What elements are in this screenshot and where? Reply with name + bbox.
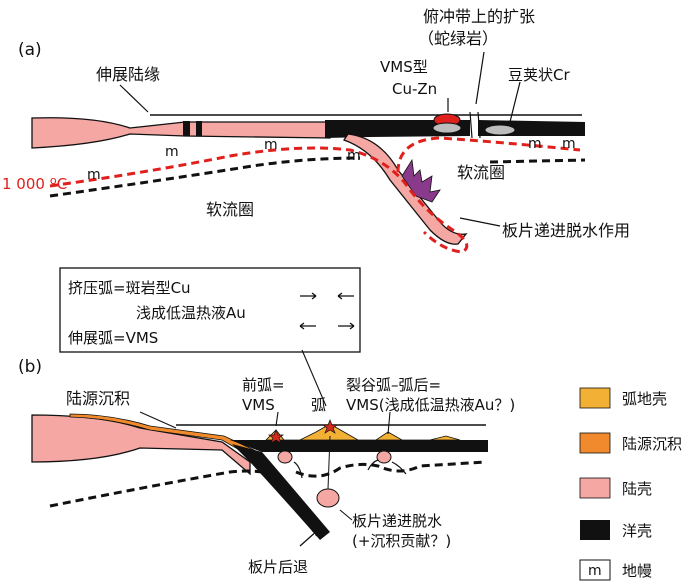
label-vms-type: VMS型 bbox=[380, 58, 428, 76]
magma-blob-3 bbox=[376, 450, 392, 464]
label-podiform-cr: 豆荚状Cr bbox=[508, 66, 570, 84]
mantle-marker: m bbox=[562, 136, 576, 152]
legend-label-oceanic-crust: 洋壳 bbox=[622, 522, 652, 540]
oceanic-crust-b bbox=[230, 440, 488, 452]
compression-arrows-icon bbox=[300, 292, 354, 300]
lithosphere-base-left bbox=[49, 156, 361, 198]
continental-crust-a bbox=[31, 117, 331, 149]
leader-slab-dehydration bbox=[459, 217, 501, 227]
label-continental-sediment: 陆源沉积 bbox=[66, 389, 130, 408]
arc-type-line-2: 浅成低温热液Au bbox=[136, 304, 246, 322]
arc-type-box-frame bbox=[59, 267, 361, 353]
panel-a: (a) 俯冲带上的扩张 （蛇绿岩） V bbox=[2, 7, 630, 254]
label-arc: 弧 bbox=[311, 396, 326, 414]
label-slab-dehydration-a: 板片递进脱水作用 bbox=[502, 221, 630, 240]
legend-item-continental-crust: 陆壳 bbox=[579, 477, 652, 499]
label-slab-rollback: 板片后退 bbox=[248, 558, 308, 576]
rollback-arrow-icon bbox=[299, 529, 319, 547]
label-isotherm: 1 000 ºC bbox=[2, 175, 67, 193]
label-asthenosphere-left: 软流圈 bbox=[206, 200, 254, 219]
label-cu-zn: Cu-Zn bbox=[392, 80, 437, 98]
arc-star-icon bbox=[321, 419, 339, 434]
legend-item-oceanic-crust: 洋壳 bbox=[580, 520, 652, 540]
extension-arrows-icon bbox=[299, 322, 355, 330]
label-extension-top: 俯冲带上的扩张 bbox=[423, 7, 535, 26]
legend-swatch-oceanic-crust bbox=[580, 520, 610, 540]
label-extending-margin: 伸展陆缘 bbox=[96, 65, 160, 84]
leader-slab-dehydration-b bbox=[339, 509, 353, 521]
legend-label-arc-crust: 弧地壳 bbox=[622, 390, 667, 408]
podiform-cr-lens bbox=[484, 124, 516, 136]
legend-label-continental-crust: 陆壳 bbox=[622, 480, 652, 498]
isotherm-wedge bbox=[396, 136, 581, 173]
leader-extension bbox=[475, 51, 485, 105]
rift-gap bbox=[469, 111, 481, 139]
legend-label-mantle: 地幔 bbox=[622, 562, 652, 580]
isotherm-1000c bbox=[49, 146, 469, 254]
leader-cr bbox=[509, 81, 521, 123]
legend-swatch-sediment bbox=[579, 432, 611, 454]
leader-continental-sediment bbox=[139, 411, 177, 429]
legend: 弧地壳 陆源沉积 陆壳 洋壳 m 地幔 bbox=[579, 387, 682, 581]
melt-spikes bbox=[401, 158, 441, 203]
panel-a-label: (a) bbox=[18, 40, 42, 60]
arc-type-box: 挤压弧=斑岩型Cu 浅成低温热液Au 伸展弧=VMS bbox=[59, 267, 361, 353]
label-asthenosphere-right: 软流圈 bbox=[457, 163, 505, 182]
legend-swatch-continental-crust bbox=[579, 477, 611, 499]
lithosphere-base-right bbox=[489, 158, 586, 164]
mantle-marker: m bbox=[347, 148, 361, 164]
magma-conduit bbox=[327, 435, 331, 490]
convection-arrow-3 bbox=[391, 461, 407, 475]
label-riftarc-top: 裂谷弧–弧后= bbox=[346, 376, 441, 394]
oceanic-crust-a bbox=[325, 120, 470, 138]
legend-item-sediment: 陆源沉积 bbox=[579, 432, 682, 454]
arc-crust-b bbox=[265, 423, 461, 441]
ophiolite-lens-a bbox=[432, 122, 462, 134]
legend-mantle-symbol: m bbox=[588, 563, 602, 579]
legend-swatch-arc-crust bbox=[579, 387, 611, 409]
label-extension-sub: （蛇绿岩） bbox=[418, 29, 498, 48]
legend-label-sediment: 陆源沉积 bbox=[622, 435, 682, 453]
lithosphere-base-b-left bbox=[49, 469, 263, 508]
arc-type-line-1: 挤压弧=斑岩型Cu bbox=[68, 279, 191, 297]
leader-extending-margin bbox=[119, 84, 149, 113]
magma-blob-1 bbox=[277, 450, 293, 464]
mantle-marker: m bbox=[528, 136, 542, 152]
convection-arrow-2 bbox=[367, 459, 379, 471]
lithosphere-base-b-right bbox=[295, 460, 487, 478]
label-forearc-top: 前弧= bbox=[242, 376, 285, 394]
label-slab-dehydration-b: 板片递进脱水 bbox=[352, 512, 442, 530]
label-riftarc-bottom: VMS(浅成低温热液Au？) bbox=[346, 396, 515, 414]
convection-arrow-1 bbox=[293, 461, 303, 479]
mantle-marker: m bbox=[165, 144, 179, 160]
vms-star-icon bbox=[267, 429, 285, 444]
legend-swatch-mantle bbox=[579, 559, 611, 581]
panel-b-label: (b) bbox=[18, 357, 42, 377]
leader-forearc bbox=[275, 411, 279, 427]
panel-b: (b) 陆 bbox=[18, 349, 515, 576]
crust-band-1 bbox=[183, 121, 190, 136]
mantle-marker: m bbox=[264, 137, 278, 153]
crust-band-2 bbox=[196, 121, 202, 136]
magma-blob-2 bbox=[316, 488, 340, 508]
label-forearc-bottom: VMS bbox=[242, 396, 275, 414]
leader-riftarc bbox=[387, 411, 391, 435]
arc-type-line-3: 伸展弧=VMS bbox=[68, 329, 158, 347]
legend-item-mantle: m 地幔 bbox=[579, 559, 652, 581]
legend-item-arc-crust: 弧地壳 bbox=[579, 387, 667, 409]
mantle-marker: m bbox=[87, 167, 101, 183]
leader-arc bbox=[301, 349, 327, 407]
label-sediment-contribution: (+沉积贡献？) bbox=[352, 532, 451, 550]
subducting-slab-b bbox=[232, 444, 330, 540]
